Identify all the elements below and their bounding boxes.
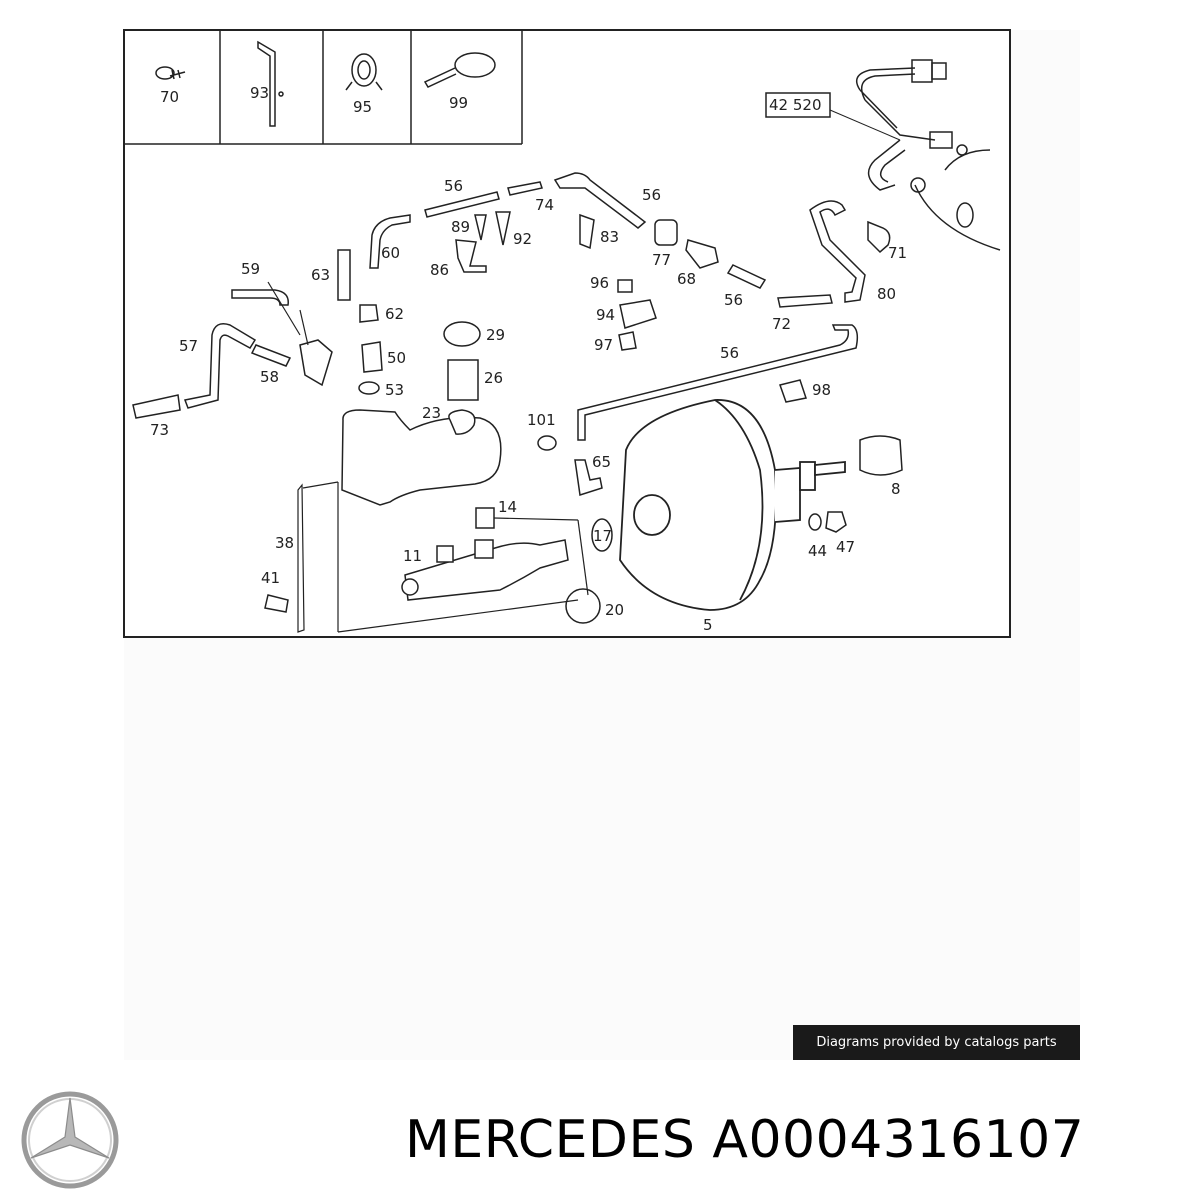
callout-label: 57: [179, 337, 198, 355]
callout-label: 97: [594, 336, 613, 354]
callout-label: 70: [160, 88, 179, 106]
part-number: A0004316107: [712, 1110, 1085, 1170]
callout-label: 56: [444, 177, 463, 195]
callout-label: 73: [150, 421, 169, 439]
credit-banner: Diagrams provided by catalogs parts: [793, 1025, 1080, 1060]
brand-name: MERCEDES: [405, 1110, 696, 1170]
callout-label: 17: [593, 527, 612, 545]
callout-label: 44: [808, 542, 827, 560]
leader-lines: [267, 281, 589, 633]
callout-label: 38: [275, 534, 294, 552]
callout-label: 92: [513, 230, 532, 248]
callout-label: 42 520: [769, 96, 822, 114]
callout-label: 23: [422, 404, 441, 422]
callout-label: 74: [535, 196, 554, 214]
callout-label: 80: [877, 285, 896, 303]
bracket-93-drawing: [257, 40, 284, 127]
callout-label: 59: [241, 260, 260, 278]
footer-title: MERCEDES A0004316107: [405, 1110, 1084, 1170]
small-parts-boxes: [124, 30, 523, 145]
tie-99-drawing: [423, 52, 496, 88]
callout-label: 47: [836, 538, 855, 556]
callout-label: 83: [600, 228, 619, 246]
hose-lines: [183, 172, 866, 441]
callout-label: 98: [812, 381, 831, 399]
callout-label: 101: [527, 411, 556, 429]
callout-label: 20: [605, 601, 624, 619]
callout-label: 26: [484, 369, 503, 387]
callout-label: 56: [642, 186, 661, 204]
callout-label: 8: [891, 480, 901, 498]
callout-label: 68: [677, 270, 696, 288]
callout-label: 63: [311, 266, 330, 284]
callout-label: 60: [381, 244, 400, 262]
callout-label: 77: [652, 251, 671, 269]
booster-edge-drawing: [910, 149, 1001, 251]
callout-label: 62: [385, 305, 404, 323]
callout-label: 71: [888, 244, 907, 262]
callout-label: 96: [590, 274, 609, 292]
callout-label: 41: [261, 569, 280, 587]
callout-label: 99: [449, 94, 468, 112]
callout-label: 11: [403, 547, 422, 565]
callout-label: 53: [385, 381, 404, 399]
callout-label: 65: [592, 453, 611, 471]
callout-label: 95: [353, 98, 372, 116]
callout-label: 94: [596, 306, 615, 324]
callout-box-42520: [765, 92, 831, 118]
callout-label: 72: [772, 315, 791, 333]
callout-label: 29: [486, 326, 505, 344]
mercedes-star-icon: [21, 1091, 119, 1189]
callout-label: 56: [724, 291, 743, 309]
callout-label: 5: [703, 616, 713, 634]
fitting-drawings: [132, 181, 903, 624]
reservoir-drawing: [341, 321, 502, 506]
sensor-connector-drawing: [855, 59, 968, 191]
diagram-frame: [123, 29, 1011, 638]
clamp-95-drawing: [345, 53, 383, 91]
callout-label: 93: [250, 84, 269, 102]
callout-label: 86: [430, 261, 449, 279]
callout-label: 58: [260, 368, 279, 386]
callout-label: 56: [720, 344, 739, 362]
brake-booster-drawing: [619, 399, 846, 611]
screw-70-drawing: [155, 66, 186, 80]
callout-label: 50: [387, 349, 406, 367]
master-cylinder-drawing: [401, 539, 569, 601]
callout-label: 14: [498, 498, 517, 516]
callout-label: 89: [451, 218, 470, 236]
